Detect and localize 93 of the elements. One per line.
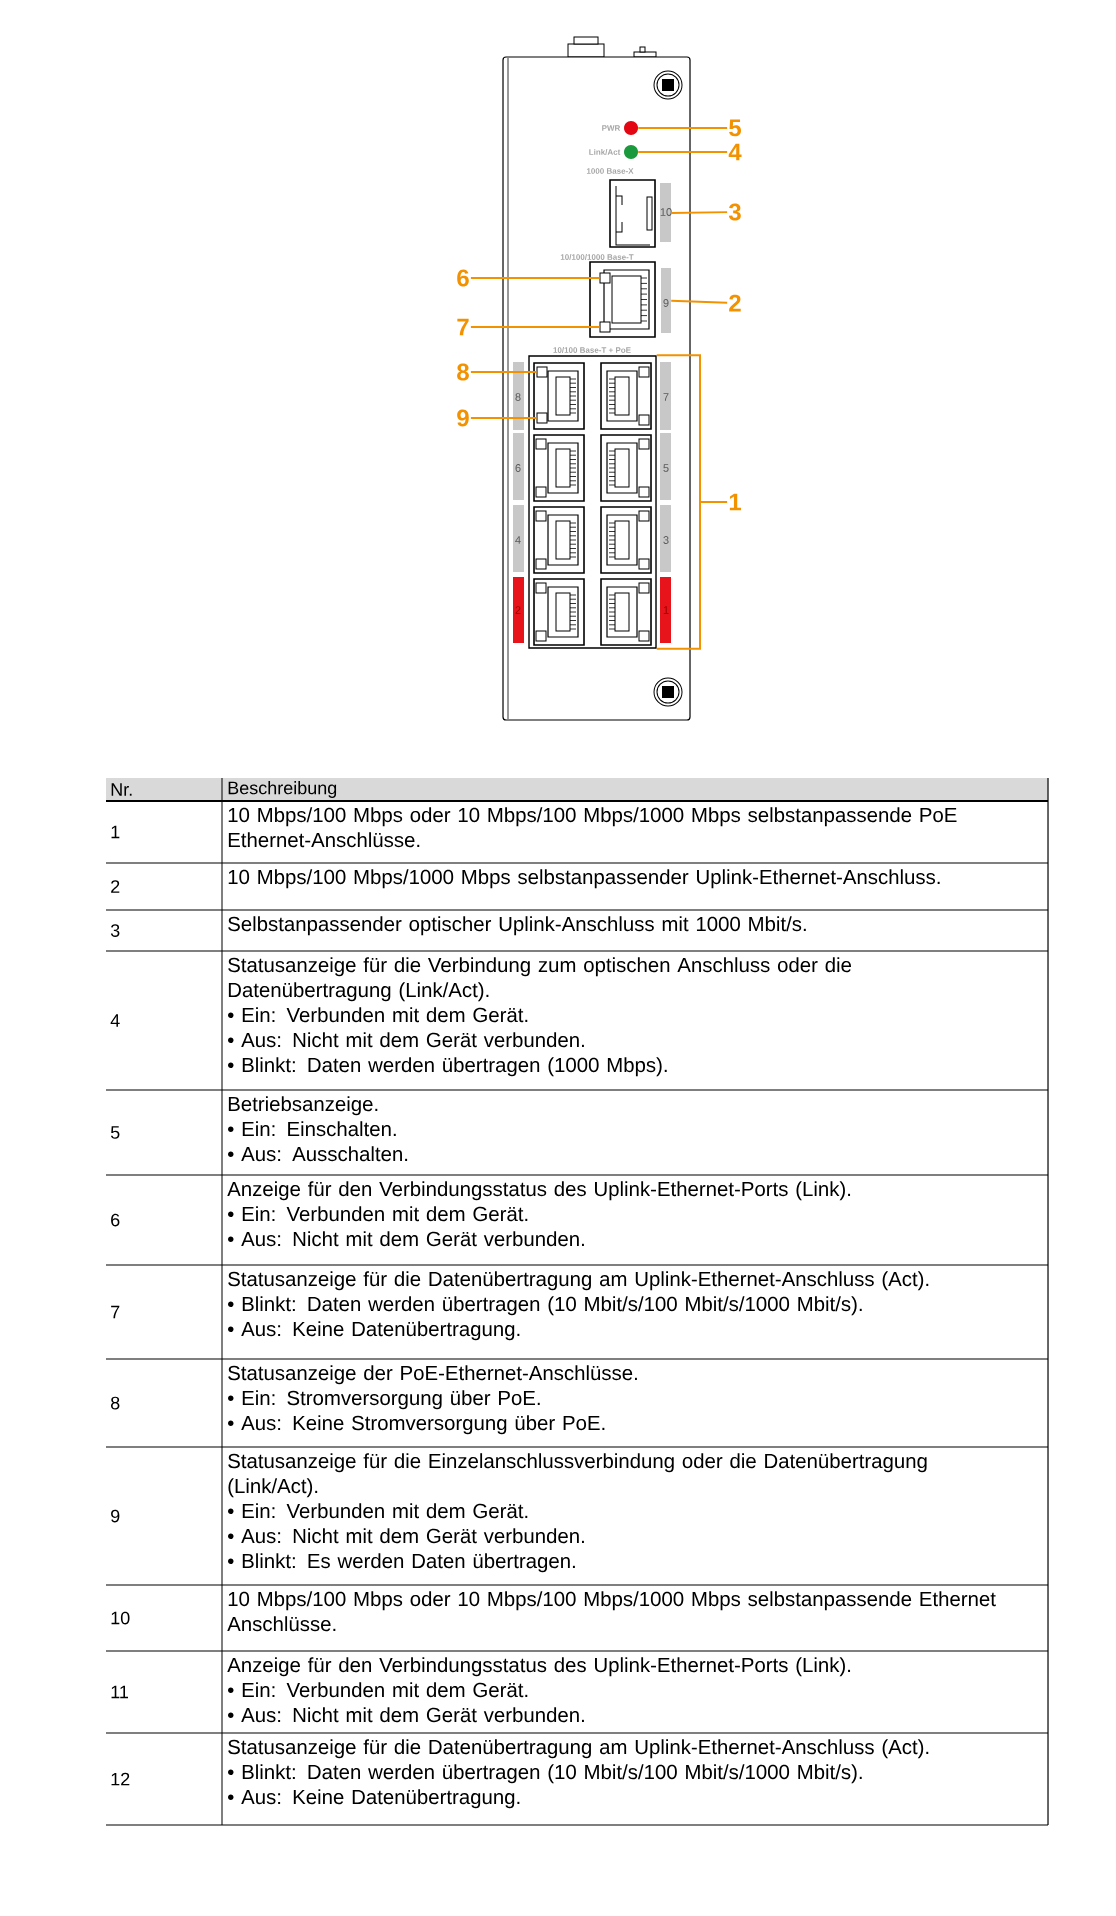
leader-line [670, 211, 729, 214]
fiber-port [609, 179, 656, 248]
description-text: Anzeige für den Verbindungsstatus des Uplink-Ethernet-Ports (Link). [227, 1657, 851, 1677]
port-number: 5 [663, 464, 669, 472]
leader-line [469, 417, 538, 419]
callout-number: 5 [729, 119, 741, 137]
led-light [536, 412, 548, 424]
ethernet-port [533, 362, 585, 430]
ethernet-port [589, 261, 656, 338]
row-number: 4 [110, 1014, 120, 1027]
port-number: 3 [663, 536, 669, 544]
panel-label: Link/Act [589, 149, 621, 155]
led-light [599, 321, 611, 333]
port-number: 7 [663, 393, 669, 401]
description-text: Anzeige für den Verbindungsstatus des Uplink-Ethernet-Ports (Link). [227, 1181, 851, 1201]
bullet-item: • Ein: Einschalten. [228, 1121, 396, 1137]
row-number: 7 [111, 1305, 120, 1319]
description-text: Statusanzeige der PoE-Ethernet-Anschlüsse. [228, 1365, 637, 1385]
callout-number: 2 [729, 294, 741, 312]
header-cell: Nr. [106, 778, 222, 801]
row-number: 3 [110, 924, 120, 937]
bullet-item: • Aus: Keine Datenübertragung. [228, 1321, 520, 1341]
bullet-item: • Aus: Ausschalten. [228, 1146, 408, 1162]
bullet-item: • Aus: Nicht mit dem Gerät verbunden. [228, 1231, 584, 1247]
port-number: 9 [663, 299, 669, 307]
leader-line [670, 299, 729, 304]
ethernet-port [533, 578, 585, 646]
ethernet-port [533, 434, 585, 502]
bullet-item: • Ein: Verbunden mit dem Gerät. [228, 1503, 528, 1519]
ethernet-port [600, 434, 652, 502]
description-text: 10 Mbps/100 Mbps/1000 Mbps selbstanpassender Uplink-Ethernet-Anschluss. [228, 869, 940, 889]
row-number: 2 [111, 880, 120, 893]
description-text: Statusanzeige für die Datenübertragung am Uplink-Ethernet-Anschluss (Act). [228, 1739, 929, 1759]
led-light [599, 272, 611, 284]
bullet-item: • Ein: Verbunden mit dem Gerät. [228, 1206, 528, 1222]
leader-line [637, 151, 729, 153]
bullet-item: • Blinkt: Daten werden übertragen (1000 Mbps). [228, 1057, 667, 1077]
port-number: 1 [663, 606, 669, 614]
panel-label: 1000 Base-X [586, 168, 634, 174]
row-number: 11 [111, 1685, 128, 1699]
description-text: Statusanzeige für die Datenübertragung am Uplink-Ethernet-Anschluss (Act). [228, 1271, 929, 1291]
bullet-item: • Aus: Nicht mit dem Gerät verbunden. [228, 1707, 584, 1723]
port-number: 6 [515, 464, 521, 472]
bullet-item: • Blinkt: Daten werden übertragen (10 Mbit/s/100 Mbit/s/1000 Mbit/s). [228, 1296, 862, 1316]
panel-label: PWR [602, 125, 621, 131]
port-number: 4 [515, 536, 521, 544]
description-text: 10 Mbps/100 Mbps oder 10 Mbps/100 Mbps/1000 Mbps selbstanpassende Ethernet Anschlüsse. [227, 1591, 996, 1632]
bullet-item: • Blinkt: Es werden Daten übertragen. [228, 1553, 575, 1573]
leader-line [469, 277, 601, 279]
row-number: 12 [111, 1772, 130, 1786]
panel-label: 10/100 Base-T + PoE [553, 347, 631, 353]
row-number: 5 [110, 1126, 120, 1139]
led-light [624, 121, 638, 135]
description-text: Selbstanpassender optischer Uplink-Anschluss mit 1000 Mbit/s. [228, 916, 806, 936]
leader-line [637, 127, 729, 129]
callout-number: 3 [728, 203, 741, 221]
row-number: 1 [111, 825, 120, 839]
port-block [528, 355, 657, 649]
bullet-item: • Aus: Keine Stromversorgung über PoE. [228, 1415, 605, 1435]
leader-line [655, 354, 729, 650]
port-number: 8 [515, 393, 521, 401]
led-light [624, 145, 638, 159]
row-number: 10 [111, 1611, 130, 1625]
bullet-item: • Ein: Stromversorgung über PoE. [228, 1390, 540, 1410]
description-text: Statusanzeige für die Verbindung zum optischen Anschluss oder die Datenübertragung (Link/Act). [228, 957, 852, 1002]
port-number: 10 [660, 208, 672, 216]
row-number: 6 [111, 1213, 120, 1227]
callout-number: 7 [457, 318, 469, 336]
description-text: 10 Mbps/100 Mbps oder 10 Mbps/100 Mbps/1000 Mbps selbstanpassende PoE Ethernet-Anschlüsse. [228, 807, 957, 848]
callout-number: 9 [457, 409, 469, 427]
led-light [536, 366, 548, 378]
ethernet-port [600, 506, 652, 574]
callout-number: 6 [457, 269, 469, 287]
row-number: 9 [111, 1509, 120, 1523]
ethernet-port [533, 506, 585, 574]
callout-number: 1 [729, 493, 741, 511]
ethernet-port [600, 578, 652, 646]
bullet-item: • Aus: Nicht mit dem Gerät verbunden. [228, 1528, 584, 1544]
description-text: Statusanzeige für die Einzelanschlussverbindung oder die Datenübertragung (Link/Act). [228, 1453, 927, 1498]
bullet-item: • Aus: Keine Datenübertragung. [228, 1789, 520, 1809]
callout-number: 8 [457, 363, 469, 381]
ethernet-port [600, 362, 652, 430]
row-number: 8 [111, 1396, 120, 1410]
bullet-item: • Blinkt: Daten werden übertragen (10 Mbit/s/100 Mbit/s/1000 Mbit/s). [228, 1764, 862, 1784]
leader-line [469, 371, 538, 373]
callout-number: 4 [728, 143, 742, 161]
port-number: 2 [515, 606, 521, 614]
bullet-item: • Ein: Verbunden mit dem Gerät. [228, 1682, 528, 1698]
bullet-item: • Aus: Nicht mit dem Gerät verbunden. [228, 1032, 584, 1048]
panel-label: 10/100/1000 Base-T [560, 254, 634, 260]
bullet-item: • Ein: Verbunden mit dem Gerät. [228, 1007, 528, 1023]
leader-line [469, 326, 601, 328]
description-text: Betriebsanzeige. [228, 1096, 378, 1116]
